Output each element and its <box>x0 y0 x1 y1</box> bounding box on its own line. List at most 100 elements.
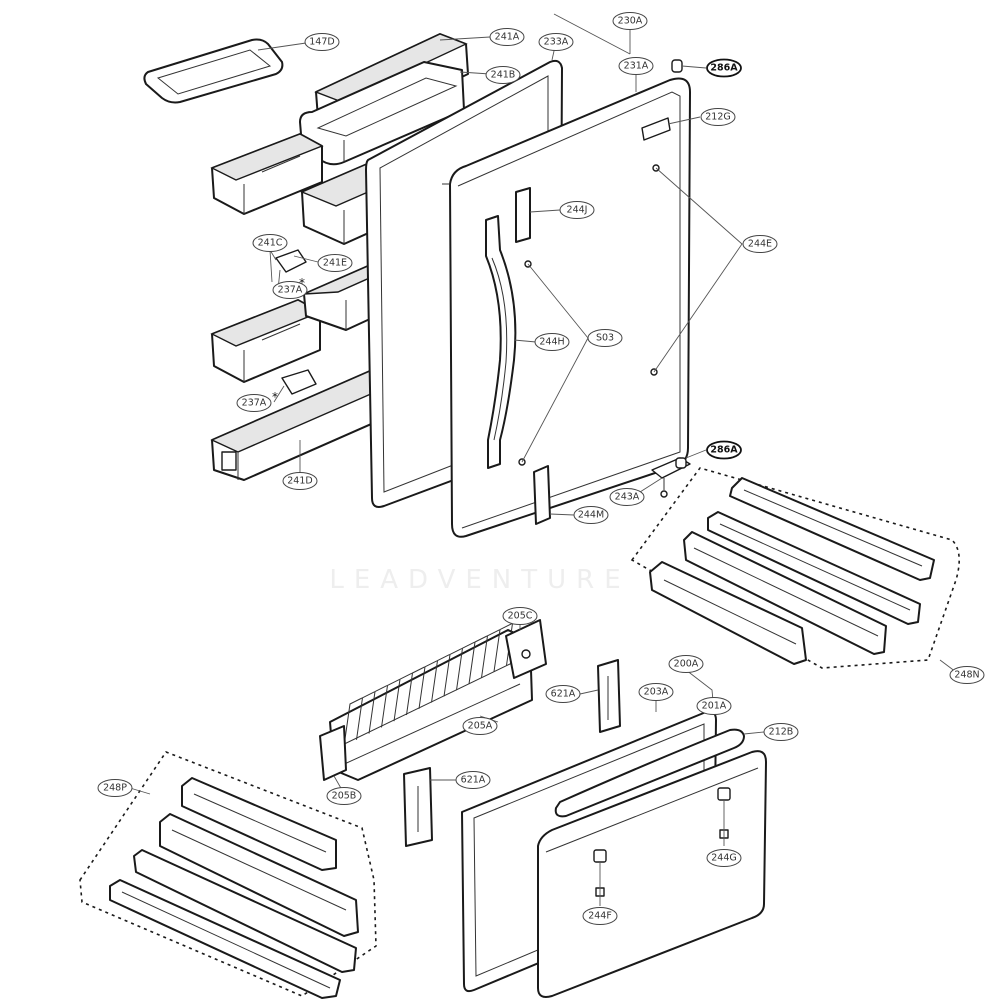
callout-203a: 203A <box>638 683 674 701</box>
callout-bubble <box>609 488 645 506</box>
part-door-panel <box>442 77 691 538</box>
part-212g-label <box>641 117 671 141</box>
callout-241d: 241D <box>282 472 318 490</box>
callout-212g: 212G <box>700 108 736 126</box>
callout-244h: 244H <box>534 333 570 351</box>
part-241c-bin-upper <box>210 133 324 215</box>
callout-label: 241C <box>258 238 283 249</box>
part-205c-bracket <box>505 619 547 679</box>
callout-bubble <box>618 57 654 75</box>
callout-label: 231A <box>624 61 649 72</box>
basket-wire-rib <box>456 641 475 691</box>
callout-label: 147D <box>309 37 334 48</box>
basket-wire-rib <box>343 697 363 747</box>
callout-label: 244F <box>588 911 612 922</box>
callout-bubble <box>502 607 538 625</box>
basket-wire-rib <box>418 660 438 709</box>
basket-wire-rib <box>468 635 488 685</box>
callout-label: 241A <box>495 32 520 43</box>
callout-bubble <box>587 329 623 347</box>
callout-244g: 244G <box>706 849 742 867</box>
part-237a-clip-upper <box>275 249 307 273</box>
callout-label: 244E <box>748 239 772 250</box>
basket-wire-rib <box>381 678 400 728</box>
callout-label: 205C <box>508 611 533 622</box>
callout-241c: 241C <box>252 234 288 252</box>
callout-label: 244H <box>539 337 564 348</box>
callout-bubble <box>326 787 362 805</box>
callout-label: 621A <box>551 689 576 700</box>
part-248n-rail-4 <box>649 561 807 665</box>
callout-bubble <box>706 440 742 460</box>
callout-bubble <box>668 655 704 673</box>
callout-bubble <box>252 234 288 252</box>
part-205b-bracket <box>319 725 347 781</box>
basket-wire-rib <box>493 623 513 672</box>
callout-244e: 244E <box>742 235 778 253</box>
callout-237a: 237A <box>272 281 308 299</box>
basket-wire-rib <box>393 672 413 722</box>
marker-star-upper: * <box>299 276 305 290</box>
callout-bubble <box>485 66 521 84</box>
callout-label: 244G <box>711 853 737 864</box>
callout-bubble <box>534 333 570 351</box>
callout-230a: 230A <box>612 12 648 30</box>
callout-201a: 201A <box>696 697 732 715</box>
callout-241a: 241A <box>489 28 525 46</box>
part-621a-bracket-lower <box>403 767 433 847</box>
callout-label: 286A <box>710 445 738 456</box>
callout-212b: 212B <box>763 723 799 741</box>
callout-bubble <box>489 28 525 46</box>
part-248p-rail-1 <box>181 777 337 871</box>
callout-bubble <box>455 771 491 789</box>
part-248p-rail-4 <box>109 879 341 999</box>
callout-244j: 244J <box>559 201 595 219</box>
part-621a-bracket-upper <box>597 659 621 733</box>
callout-label: 203A <box>644 687 669 698</box>
callout-bubble <box>696 697 732 715</box>
part-244j-cap <box>515 187 531 243</box>
watermark-text: LEADVENTURE <box>329 565 630 595</box>
callout-bubble <box>97 779 133 797</box>
callout-label: 241D <box>287 476 312 487</box>
callout-label: 205B <box>332 791 357 802</box>
callout-label: 201A <box>702 701 727 712</box>
part-286a-bushing-top <box>671 59 683 73</box>
callout-label: 205A <box>468 721 493 732</box>
callout-label: 248P <box>103 783 127 794</box>
callout-bubble <box>742 235 778 253</box>
group-248p-border <box>79 751 377 997</box>
callout-bubble <box>612 12 648 30</box>
callout-label: 241B <box>491 70 516 81</box>
marker-star-lower: * <box>272 390 278 404</box>
part-248p-rail-2 <box>159 813 359 937</box>
part-248n-rail-1 <box>729 477 935 581</box>
callout-label: 248N <box>954 670 979 681</box>
callout-231a: 231A <box>618 57 654 75</box>
part-212b-handle <box>554 728 745 818</box>
callout-bubble <box>236 394 272 412</box>
callout-bubble <box>538 33 574 51</box>
part-244h-handle <box>485 215 517 469</box>
callout-243a: 243A <box>609 488 645 506</box>
callout-bubble <box>282 472 318 490</box>
callout-621a: 621A <box>545 685 581 703</box>
callout-bubble <box>573 506 609 524</box>
callout-label: 237A <box>242 398 267 409</box>
callout-label: 212G <box>705 112 731 123</box>
callout-label: 241E <box>323 258 347 269</box>
callout-237a: 237A <box>236 394 272 412</box>
part-248n-rail-3 <box>683 531 887 655</box>
callout-241b: 241B <box>485 66 521 84</box>
part-248p-rail-3 <box>133 849 357 973</box>
callout-bubble <box>272 281 308 299</box>
callout-label: 243A <box>615 492 640 503</box>
callout-bubble <box>545 685 581 703</box>
callout-205c: 205C <box>502 607 538 625</box>
callout-label: 237A <box>278 285 303 296</box>
basket-wire-rib <box>443 647 463 697</box>
basket-wire-rib <box>431 654 450 703</box>
